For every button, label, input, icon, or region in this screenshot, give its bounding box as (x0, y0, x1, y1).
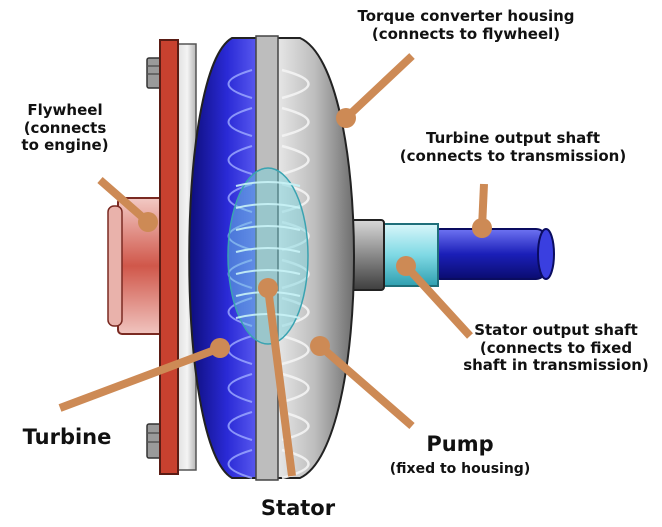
torque-converter-housing (189, 36, 354, 480)
label-turbine: Turbine (12, 425, 122, 450)
label-housing-line2: (connects to flywheel) (316, 26, 616, 44)
label-flywheel-line1: Flywheel (8, 102, 122, 120)
label-stator-output-shaft: Stator output shaft (connects to fixed s… (456, 322, 656, 375)
label-pump-subtitle: (fixed to housing) (368, 461, 552, 478)
leader-pump-dot (310, 336, 330, 356)
flywheel-ring (160, 40, 178, 474)
stator-output-shaft (376, 224, 438, 286)
label-stator-shaft-line3: shaft in transmission) (456, 357, 656, 375)
leader-stator-shaft-dot (396, 256, 416, 276)
label-pump: Pump (410, 432, 510, 457)
label-housing-line1: Torque converter housing (316, 8, 616, 26)
leader-stator-dot (258, 278, 278, 298)
leader-flywheel-dot (138, 212, 158, 232)
label-housing: Torque converter housing (connects to fl… (316, 8, 616, 43)
leader-turbine-shaft-dot (472, 218, 492, 238)
label-stator: Stator (248, 496, 348, 521)
leader-housing (346, 56, 412, 118)
mounting-bolt-bottom (147, 424, 161, 458)
label-turbine-shaft-line2: (connects to transmission) (370, 148, 656, 166)
label-turbine-output-shaft: Turbine output shaft (connects to transm… (370, 130, 656, 165)
label-stator-shaft-line2: (connects to fixed (456, 340, 656, 358)
shaft-collar (350, 220, 384, 290)
leader-turbine-dot (210, 338, 230, 358)
label-stator-shaft-line1: Stator output shaft (456, 322, 656, 340)
label-turbine-shaft-line1: Turbine output shaft (370, 130, 656, 148)
label-flywheel-line2: (connects (8, 120, 122, 138)
mounting-bolt-top (147, 58, 161, 88)
leader-housing-dot (336, 108, 356, 128)
label-flywheel-line3: to engine) (8, 137, 122, 155)
label-flywheel: Flywheel (connects to engine) (8, 102, 122, 155)
turbine-output-shaft (430, 229, 554, 279)
